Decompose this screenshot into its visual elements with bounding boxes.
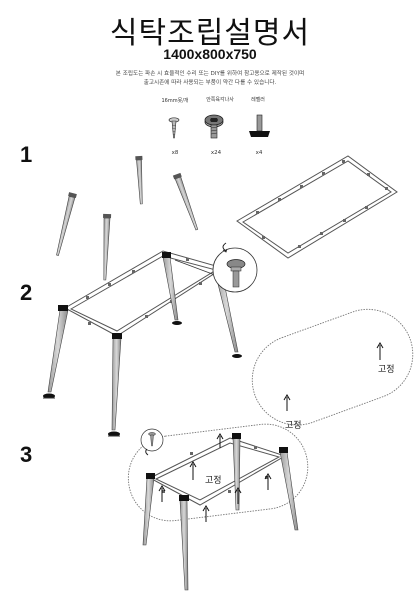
part-name-hex-bolt: 안쪽육각나사 [206,97,234,103]
page-title: 식탁조립설명서 [109,16,311,51]
fix-arrows-step3 [158,433,272,522]
tabletop-step3 [127,423,309,522]
part-name-leveler: 레벨러 [251,97,265,103]
part-qty-screw: x8 [171,150,179,156]
fix-label-step3: 고정 [205,476,222,486]
step3-legs [142,433,299,591]
table-dimensions: 1400x800x750 [163,46,257,62]
step-number-3: 3 [20,442,33,467]
step-number-2: 2 [20,280,33,305]
leveler-icon [249,114,270,137]
part-qty-leveler: x4 [255,150,263,156]
step3-screw-callout [140,428,164,456]
bolt-detail-callout [174,242,258,293]
intro-text-line-2: 출고시존에 따라 사용되는 부품이 약간 다를 수 있습니다. [143,80,277,86]
step2-levelers [43,321,242,437]
part-name-screw: 16mm못/개 [161,98,189,104]
screw-icon [168,117,180,139]
tabletop-step2 [251,308,414,426]
hex-bolt-icon [204,114,224,139]
step2-legs [43,252,242,437]
step1-legs [56,155,199,281]
step3-frame [148,437,287,506]
fix-label-frame: 고정 [285,421,302,431]
step2-frame [63,250,225,337]
step1-frame [236,155,398,259]
step-number-1: 1 [20,142,33,167]
fix-label-tabletop: 고정 [378,365,395,375]
part-qty-hex-bolt: x24 [210,150,222,156]
intro-text-line-1: 본 조립도는 파손 시 효율적인 수리 또는 DIY를 위하여 참고용으로 제작… [115,71,305,77]
